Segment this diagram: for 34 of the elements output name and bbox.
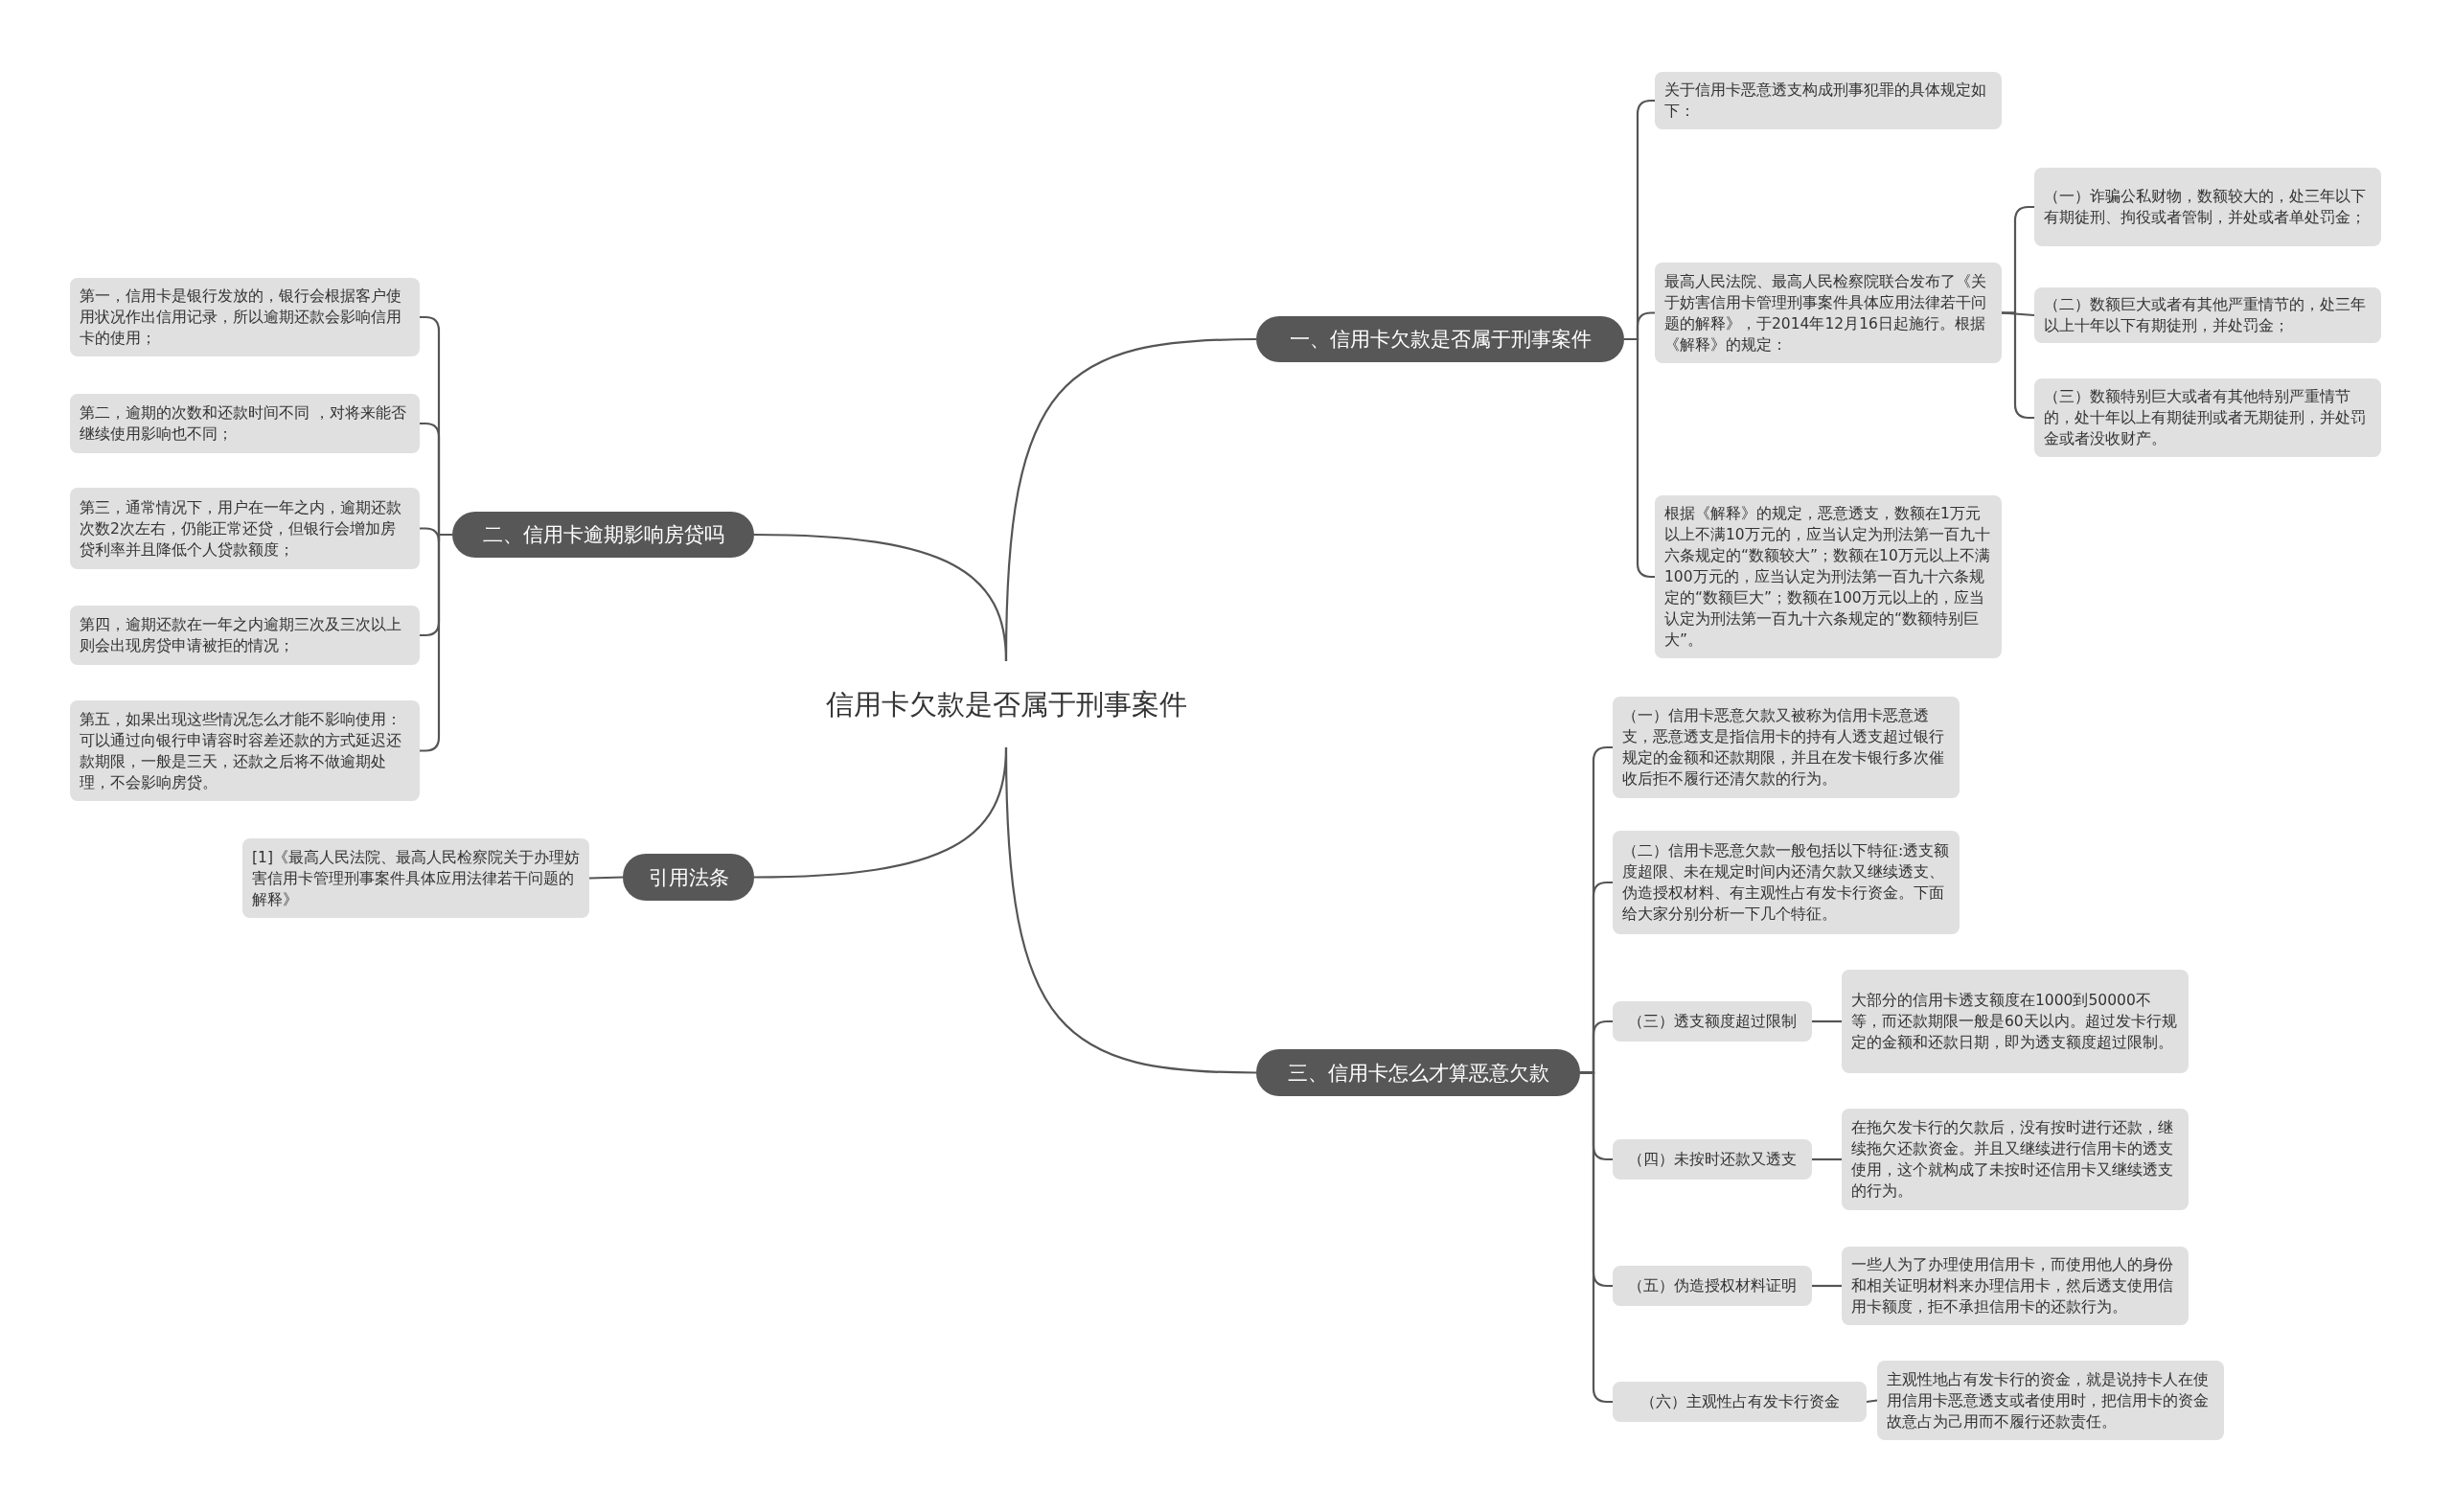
topic-box: 主观性地占有发卡行的资金，就是说持卡人在使用信用卡恶意透支或者使用时，把信用卡的资金故意占为己用而不履行还款责任。 xyxy=(1877,1361,2224,1440)
topic-box: 在拖欠发卡行的欠款后，没有按时进行还款，继续拖欠还款资金。并且又继续进行信用卡的透支使用，这个就构成了未按时还信用卡又继续透支的行为。 xyxy=(1842,1109,2189,1210)
topic-box: 根据《解释》的规定，恶意透支，数额在1万元以上不满10万元的，应当认定为刑法第一百九十六条规定的“数额较大”；数额在10万元以上不满100万元的，应当认定为刑法第一百九十六条规定的“数额巨大”；数额在100万元以上的，应当认定为刑法第一百九十六条规定的“数额特别巨大”。 xyxy=(1655,495,2002,658)
topic-box: 大部分的信用卡透支额度在1000到50000不等，而还款期限一般是60天以内。超过发卡行规定的金额和还款日期，即为透支额度超过限制。 xyxy=(1842,970,2189,1073)
topic-box: 第三，通常情况下，用户在一年之内，逾期还款次数2次左右，仍能正常还贷，但银行会增加房贷利率并且降低个人贷款额度； xyxy=(70,488,420,569)
connector-line xyxy=(754,533,1008,662)
topic-box: （三）数额特别巨大或者有其他特别严重情节的，处十年以上有期徒刑或者无期徒刑，并处罚金或者没收财产。 xyxy=(2034,378,2381,457)
topic-box: 第二，逾期的次数和还款时间不同 ，对将来能否继续使用影响也不同； xyxy=(70,394,420,453)
branch-topic: 三、信用卡怎么才算恶意欠款 xyxy=(1256,1049,1580,1096)
topic-box: 关于信用卡恶意透支构成刑事犯罪的具体规定如下： xyxy=(1655,72,2002,129)
topic-box: （四）未按时还款又透支 xyxy=(1613,1139,1812,1180)
branch-topic: 一、信用卡欠款是否属于刑事案件 xyxy=(1256,316,1624,362)
topic-box: 第四，逾期还款在一年之内逾期三次及三次以上则会出现房贷申请被拒的情况； xyxy=(70,606,420,665)
topic-box: 最高人民法院、最高人民检察院联合发布了《关于妨害信用卡管理刑事案件具体应用法律若干问题的解释》，于2014年12月16日起施行。根据《解释》的规定： xyxy=(1655,263,2002,363)
connector-line xyxy=(1812,1284,1842,1288)
topic-box: （五）伪造授权材料证明 xyxy=(1613,1266,1812,1306)
topic-box: [1]《最高人民法院、最高人民检察院关于办理妨害信用卡管理刑事案件具体应用法律若干问题的解释》 xyxy=(242,838,589,918)
branch-topic: 二、信用卡逾期影响房贷吗 xyxy=(452,512,754,558)
topic-box: （二）信用卡恶意欠款一般包括以下特征:透支额度超限、未在规定时间内还清欠款又继续透支、伪造授权材料、有主观性占有发卡行资金。下面给大家分别分析一下几个特征。 xyxy=(1613,831,1960,934)
topic-box: （二）数额巨大或者有其他严重情节的，处三年以上十年以下有期徒刑，并处罚金； xyxy=(2034,287,2381,343)
topic-box: 第一，信用卡是银行发放的，银行会根据客户使用状况作出信用记录，所以逾期还款会影响信用卡的使用； xyxy=(70,278,420,356)
connector-line xyxy=(1812,1019,1842,1023)
topic-box: 一些人为了办理使用信用卡，而使用他人的身份和相关证明材料来办理信用卡，然后透支使用信用卡额度，拒不承担信用卡的还款行为。 xyxy=(1842,1247,2189,1325)
topic-box: （一）信用卡恶意欠款又被称为信用卡恶意透支，恶意透支是指信用卡的持有人透支超过银行规定的金额和还款期限，并且在发卡银行多次催收后拒不履行还清欠款的行为。 xyxy=(1613,697,1960,798)
branch-topic: 引用法条 xyxy=(623,854,754,901)
topic-box: （三）透支额度超过限制 xyxy=(1613,1001,1812,1042)
connector-line xyxy=(1866,1399,1878,1404)
connector-line xyxy=(1812,1157,1842,1161)
topic-box: 第五，如果出现这些情况怎么才能不影响使用：可以通过向银行申请容时容差还款的方式延迟还款期限，一般是三天，还款之后将不做逾期处理，不会影响房贷。 xyxy=(70,700,420,801)
topic-box: （六）主观性占有发卡行资金 xyxy=(1613,1382,1867,1422)
central-topic: 信用卡欠款是否属于刑事案件 xyxy=(814,661,1198,747)
topic-box: （一）诈骗公私财物，数额较大的，处三年以下有期徒刑、拘役或者管制，并处或者单处罚金； xyxy=(2034,168,2381,246)
connector-line xyxy=(1004,746,1257,1074)
connector-line xyxy=(588,876,624,880)
